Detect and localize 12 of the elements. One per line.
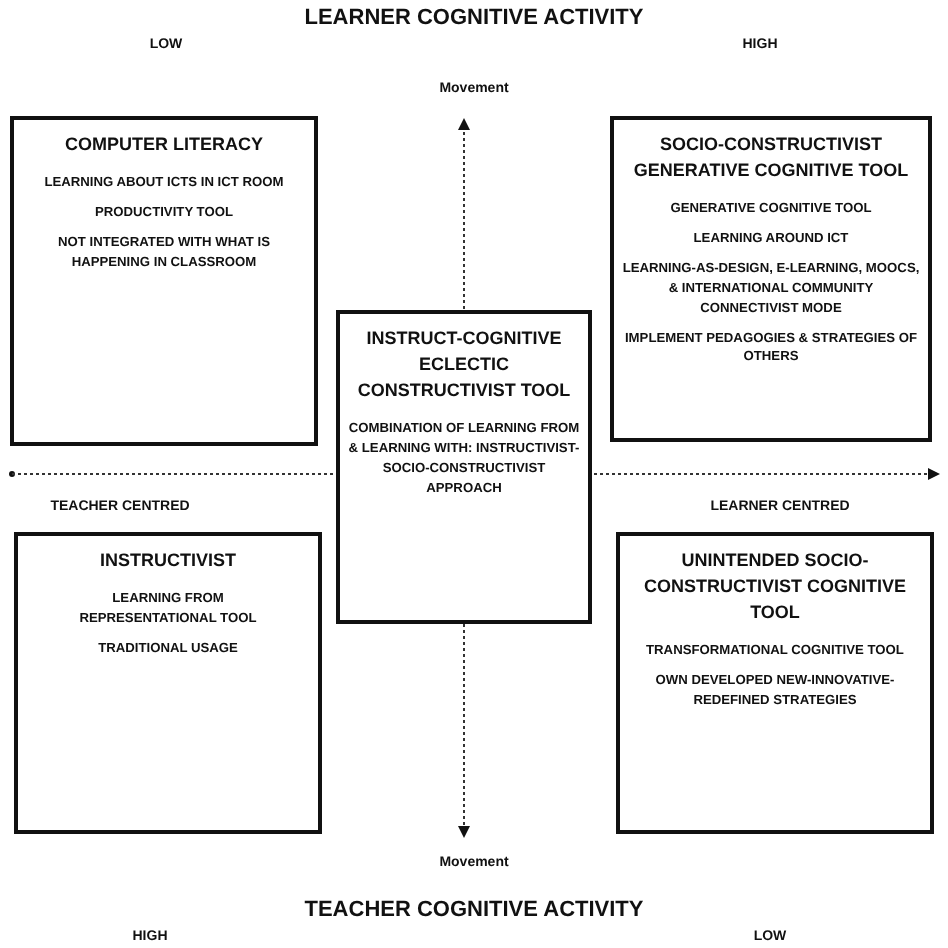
quadrant-box [10,116,318,446]
box-heading: UNINTENDED SOCIO-CONSTRUCTIVIST COGNITIVE TOOL [641,548,908,627]
box-heading: INSTRUCTIVIST [97,548,238,574]
axis-title: TEACHER COGNITIVE ACTIVITY [304,898,644,922]
box-heading: SOCIO-CONSTRUCTIVIST GENERATIVE COGNITIVE TOOL [631,132,911,185]
quadrant-box [610,116,932,442]
center-box [336,310,592,624]
box-heading: COMPUTER LITERACY [63,132,265,158]
quadrant-box [14,532,322,834]
chart-title: LEARNER COGNITIVE ACTIVITY [304,6,644,30]
quadrant-box [616,532,934,834]
box-heading: INSTRUCT-COGNITIVE ECLECTIC CONSTRUCTIVIST TOOL [355,326,573,405]
